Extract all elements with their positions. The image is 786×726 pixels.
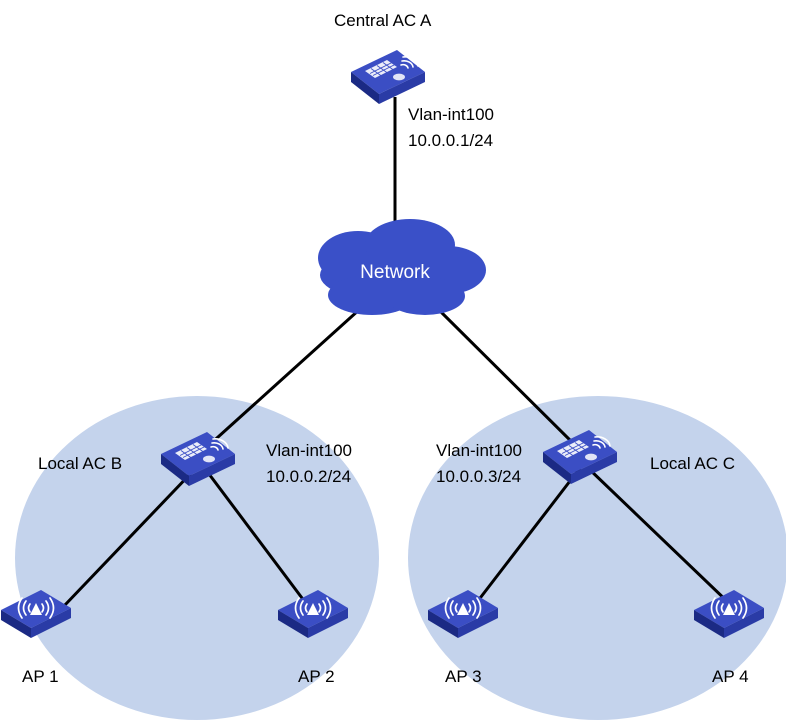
ap-1-label: AP 1 [22,667,59,686]
local-ac-b-label: Local AC B [38,454,122,473]
links [62,97,734,608]
link-ac-b-ap2 [204,469,310,607]
ap-2[interactable]: AP 2 [277,589,349,686]
local-ac-c-ip: 10.0.0.3/24 [436,467,521,486]
local-ac-b[interactable]: Local AC B Vlan-int100 10.0.0.2/24 [38,431,352,487]
domain-area-c [408,396,786,720]
link-ac-c-ap3 [472,467,582,607]
link-ac-b-ap1 [62,468,196,608]
ap-2-label: AP 2 [298,667,335,686]
link-network-ac-b [195,307,362,458]
domain-area-b [15,396,379,720]
local-ac-c[interactable]: Vlan-int100 10.0.0.3/24 Local AC C [436,429,735,486]
ap-4[interactable]: AP 4 [693,589,765,686]
link-network-ac-c [436,307,586,456]
network-label: Network [360,262,430,283]
link-ac-c-ap4 [586,466,734,608]
central-ac-ip: 10.0.0.1/24 [408,131,493,150]
local-ac-b-vlan: Vlan-int100 [266,441,352,460]
network-cloud: Network [318,219,486,315]
ap-3[interactable]: AP 3 [427,589,499,686]
ap-4-label: AP 4 [712,667,749,686]
ap-3-label: AP 3 [445,667,482,686]
cloud-icon [318,219,486,315]
central-ac-vlan: Vlan-int100 [408,105,494,124]
local-ac-b-ip: 10.0.0.2/24 [266,467,351,486]
wireless-controller-icon [350,49,426,105]
local-ac-c-label: Local AC C [650,454,735,473]
central-ac[interactable]: Central AC A Vlan-int100 10.0.0.1/24 [334,11,494,150]
ap-1[interactable]: AP 1 [0,589,72,686]
central-ac-label: Central AC A [334,11,432,30]
local-ac-c-vlan: Vlan-int100 [436,441,522,460]
